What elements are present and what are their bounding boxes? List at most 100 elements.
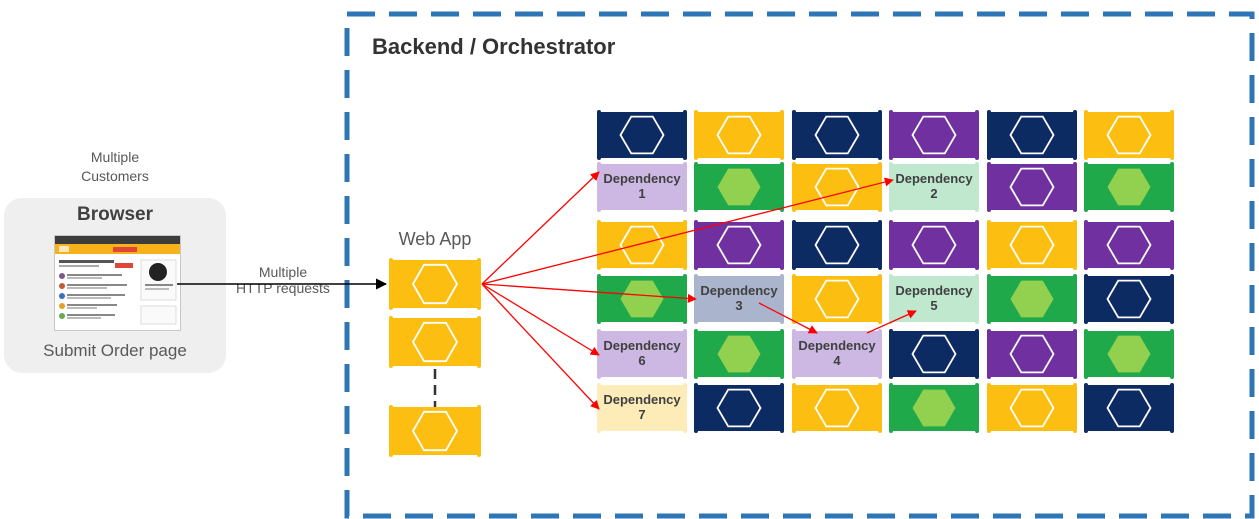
web-app-instance-2 bbox=[389, 316, 481, 368]
service-yellow-r1c6 bbox=[1084, 110, 1174, 160]
service-hexagon-icon bbox=[716, 225, 762, 265]
service-hexagon-icon bbox=[814, 115, 860, 155]
backend-title: Backend / Orchestrator bbox=[372, 34, 616, 59]
service-green-r2c6 bbox=[1084, 162, 1174, 212]
service-navy-r1c3 bbox=[792, 110, 882, 160]
dependency-1-box bbox=[597, 162, 687, 212]
web-app-instances bbox=[389, 258, 481, 457]
dependency-number: 2 bbox=[930, 186, 938, 201]
arrow-to-dependency-7 bbox=[481, 283, 600, 410]
service-hexagon-icon bbox=[716, 388, 762, 428]
service-hexagon-icon bbox=[1009, 388, 1055, 428]
dependency-3-box bbox=[694, 274, 784, 324]
service-hexagon-icon bbox=[1106, 225, 1152, 265]
arrow-to-dependency-3 bbox=[481, 283, 697, 303]
service-hexagon-icon bbox=[619, 115, 665, 155]
service-navy-r3c3 bbox=[792, 220, 882, 270]
dependency-4-box bbox=[792, 329, 882, 379]
dependency-word: Dependency bbox=[603, 392, 681, 407]
service-hexagon-icon bbox=[911, 225, 957, 265]
dependency-word: Dependency bbox=[603, 338, 681, 353]
service-hexagon-icon bbox=[717, 168, 761, 206]
service-navy-r6c2 bbox=[694, 383, 784, 433]
arrow-to-dependency-6 bbox=[481, 283, 600, 356]
service-hexagon-icon bbox=[1106, 388, 1152, 428]
service-yellow-r3c5 bbox=[987, 220, 1077, 270]
dependency-arrows bbox=[481, 171, 917, 410]
backend-boundary bbox=[344, 11, 1255, 519]
service-hexagon-icon bbox=[411, 410, 459, 452]
dependency-number: 1 bbox=[638, 186, 646, 201]
service-purple-r5c5 bbox=[987, 329, 1077, 379]
service-hexagon-icon bbox=[911, 334, 957, 374]
dependency-number: 7 bbox=[638, 407, 646, 422]
dependency-number: 3 bbox=[735, 298, 743, 313]
service-hexagon-icon bbox=[717, 335, 761, 373]
service-green-r6c4 bbox=[889, 383, 979, 433]
service-hexagon-icon bbox=[1106, 115, 1152, 155]
service-green-r5c6 bbox=[1084, 329, 1174, 379]
customers-label: Multiple Customers bbox=[60, 148, 170, 186]
service-hexagon-icon bbox=[411, 321, 459, 363]
arrow-to-dependency-1 bbox=[481, 171, 600, 285]
dependency-word: Dependency bbox=[895, 283, 973, 298]
page-thumbnail-icon bbox=[55, 236, 180, 325]
service-hexagon-icon bbox=[814, 225, 860, 265]
service-hexagon-icon bbox=[716, 115, 762, 155]
dependency-6-box bbox=[597, 329, 687, 379]
service-yellow-r3c1 bbox=[597, 220, 687, 270]
service-purple-r3c6 bbox=[1084, 220, 1174, 270]
dependency-word: Dependency bbox=[700, 283, 778, 298]
service-hexagon-icon bbox=[411, 263, 459, 305]
service-hexagon-icon bbox=[620, 280, 664, 318]
dependency-5-box bbox=[889, 274, 979, 324]
service-green-r4c5 bbox=[987, 274, 1077, 324]
service-navy-r1c1 bbox=[597, 110, 687, 160]
service-purple-r3c4 bbox=[889, 220, 979, 270]
service-yellow-r2c3 bbox=[792, 162, 882, 212]
dependency-word: Dependency bbox=[798, 338, 876, 353]
service-hexagon-icon bbox=[911, 115, 957, 155]
browser-panel: Browser Submit Order page bbox=[4, 198, 226, 373]
dependency-word: Dependency bbox=[895, 171, 973, 186]
dependency-number: 4 bbox=[833, 353, 841, 368]
dependency-number: 5 bbox=[930, 298, 938, 313]
service-yellow-r4c3 bbox=[792, 274, 882, 324]
service-grid bbox=[597, 110, 1174, 433]
submit-order-label: Submit Order page bbox=[43, 341, 187, 360]
web-app-instance-1 bbox=[389, 258, 481, 310]
service-hexagon-icon bbox=[814, 388, 860, 428]
service-yellow-r6c5 bbox=[987, 383, 1077, 433]
submit-order-screenshot bbox=[54, 235, 181, 331]
service-navy-r6c6 bbox=[1084, 383, 1174, 433]
service-hexagon-icon bbox=[1106, 279, 1152, 319]
service-navy-r1c5 bbox=[987, 110, 1077, 160]
dependency-number: 6 bbox=[638, 353, 646, 368]
customers-label-line2: Customers bbox=[81, 168, 149, 184]
service-yellow-r6c3 bbox=[792, 383, 882, 433]
arrow-dependency-4-to-5 bbox=[866, 310, 917, 334]
arrow-dependency-3-to-4 bbox=[758, 302, 818, 334]
service-yellow-r1c2 bbox=[694, 110, 784, 160]
service-hexagon-icon bbox=[1009, 115, 1055, 155]
service-hexagon-icon bbox=[619, 225, 665, 265]
service-green-r2c2 bbox=[694, 162, 784, 212]
service-green-r5c2 bbox=[694, 329, 784, 379]
web-app-label: Web App bbox=[398, 229, 472, 249]
arrow-to-dependency-2 bbox=[481, 177, 894, 285]
service-purple-r2c5 bbox=[987, 162, 1077, 212]
dependency-2-box bbox=[889, 162, 979, 212]
service-navy-r5c4 bbox=[889, 329, 979, 379]
service-hexagon-icon bbox=[1107, 335, 1151, 373]
service-hexagon-icon bbox=[912, 389, 956, 427]
http-requests-label-line1: Multiple bbox=[258, 264, 308, 280]
dependency-word: Dependency bbox=[603, 171, 681, 186]
service-hexagon-icon bbox=[1009, 167, 1055, 207]
